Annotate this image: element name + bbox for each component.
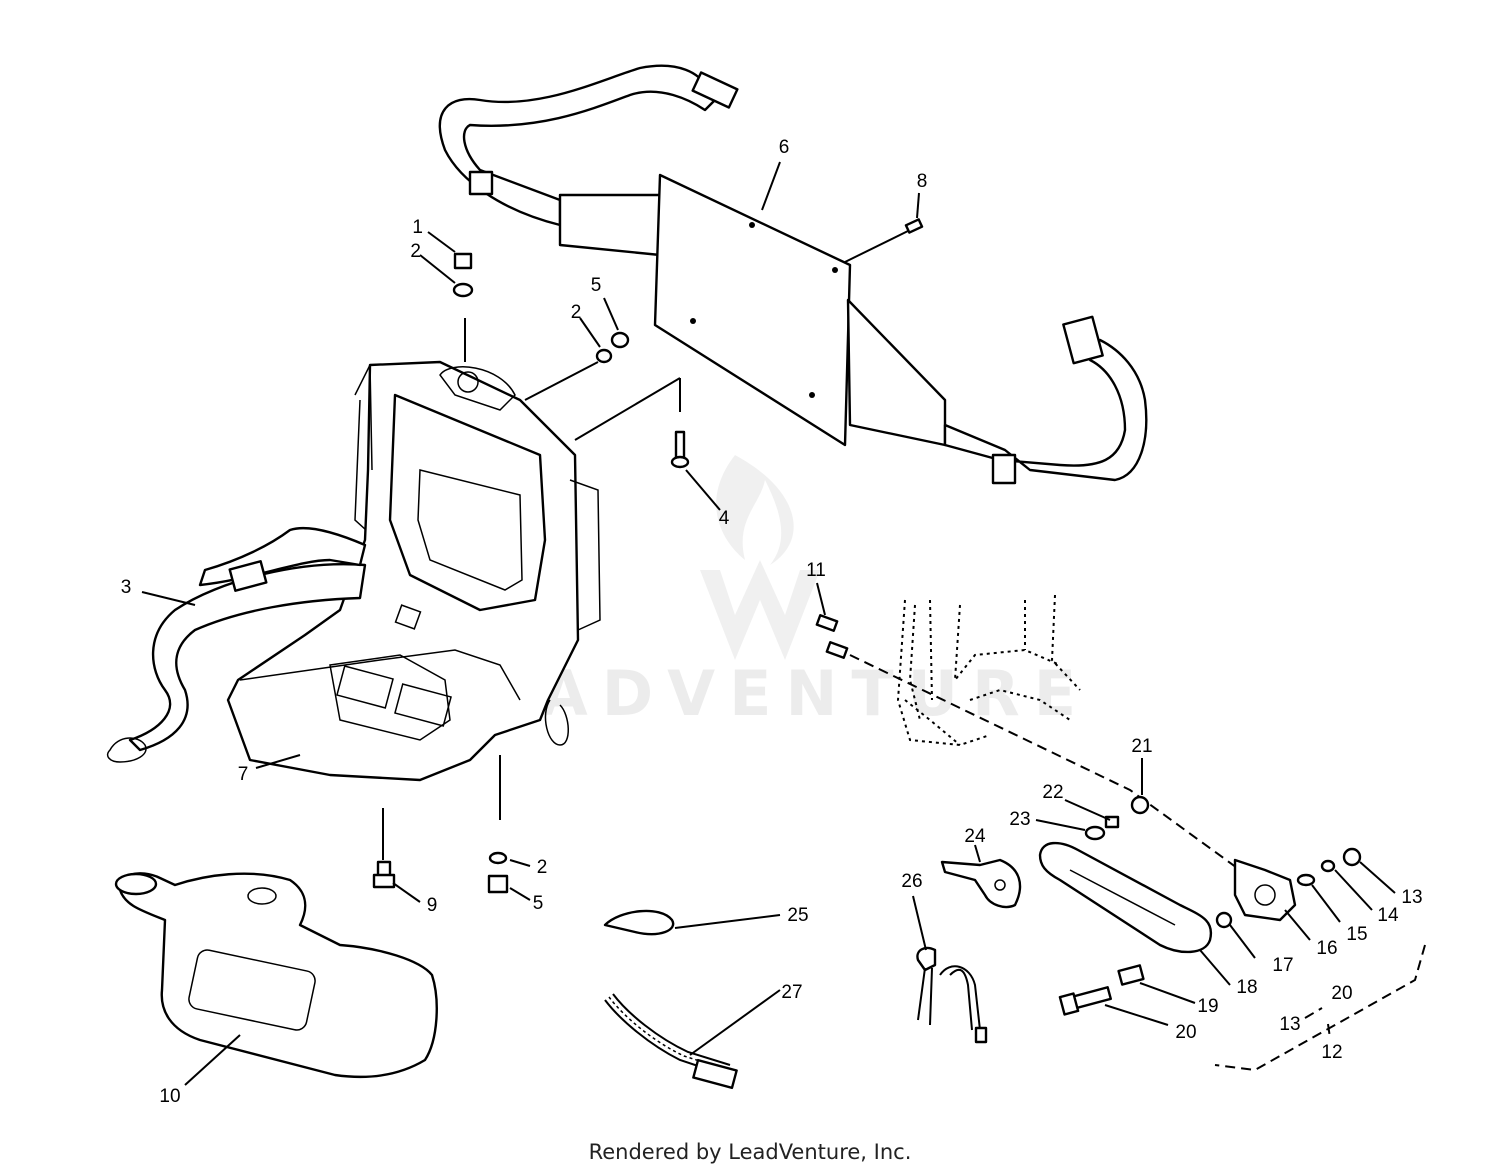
callout-13-kit: 13 [1279,1014,1300,1035]
footer-credit: Rendered by LeadVenture, Inc. [588,1140,912,1164]
callout-5-bottom: 5 [533,893,544,914]
callout-15: 15 [1346,924,1367,945]
callout-25: 25 [787,905,808,926]
callout-23: 23 [1009,809,1030,830]
callout-7: 7 [238,764,249,785]
callout-labels: 1 2 5 2 6 8 3 4 7 9 2 5 10 25 27 11 21 2… [121,137,1423,1107]
leader-lines [141,161,1396,1086]
callout-17: 17 [1272,955,1293,976]
callout-14: 14 [1377,905,1399,926]
callout-6: 6 [779,137,790,158]
callout-5-top: 5 [591,275,602,296]
backpack-frame [226,360,601,782]
callout-16: 16 [1316,938,1337,959]
callout-9: 9 [427,895,438,916]
callout-2-mid: 2 [571,302,582,323]
engine-outline [896,594,1081,747]
callout-10: 10 [159,1086,180,1107]
callout-4: 4 [719,508,730,529]
callout-26: 26 [901,871,922,892]
callout-27: 27 [781,982,802,1003]
callout-18: 18 [1236,977,1257,998]
callout-13-right: 13 [1401,887,1422,908]
harness-strap [438,64,1148,485]
callout-20-bottom: 20 [1175,1022,1196,1043]
callout-12: 12 [1321,1042,1342,1063]
callout-11: 11 [806,560,826,581]
callout-3: 3 [121,577,132,598]
callout-1: 1 [412,217,423,238]
throttle-assembly [815,614,1426,1072]
fuel-line-parts [603,909,738,1090]
callout-22: 22 [1042,782,1063,803]
callout-2-bottom: 2 [537,857,548,878]
callout-2-top: 2 [410,241,421,262]
fuel-tank [114,872,438,1078]
callout-21: 21 [1131,736,1152,757]
callout-19: 19 [1197,996,1218,1017]
frame-hardware [372,218,924,894]
waist-strap [106,526,367,763]
callout-24: 24 [964,826,986,847]
callout-8: 8 [917,171,928,192]
callout-20-kit: 20 [1331,983,1352,1004]
